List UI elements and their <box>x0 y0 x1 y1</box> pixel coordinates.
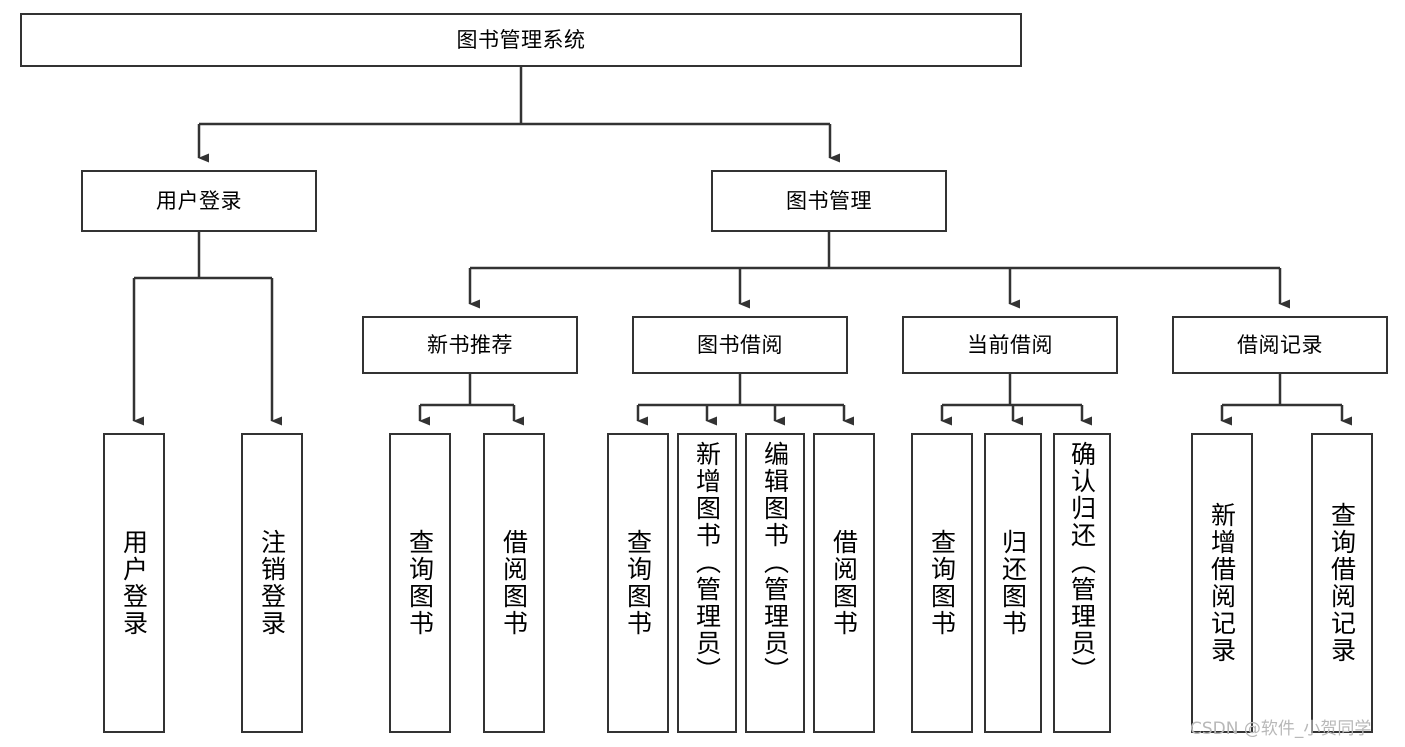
node-return-book[interactable]: 归还图书 <box>984 433 1042 733</box>
node-root[interactable]: 图书管理系统 <box>20 13 1022 67</box>
node-query-borrow-record[interactable]: 查询借阅记录 <box>1311 433 1373 733</box>
node-borrow-book-1[interactable]: 借阅图书 <box>483 433 545 733</box>
node-query-book-2-label: 查询图书 <box>623 529 653 637</box>
node-book-manage[interactable]: 图书管理 <box>711 170 947 232</box>
node-new-book-recommend[interactable]: 新书推荐 <box>362 316 578 374</box>
node-user-logout-label: 注销登录 <box>257 529 287 637</box>
node-confirm-return-label: 确认归还（管理员） <box>1067 441 1097 684</box>
node-book-borrow[interactable]: 图书借阅 <box>632 316 848 374</box>
node-borrow-book-2[interactable]: 借阅图书 <box>813 433 875 733</box>
node-book-manage-label: 图书管理 <box>786 188 872 213</box>
node-add-book[interactable]: 新增图书（管理员） <box>677 433 737 733</box>
node-borrow-records-label: 借阅记录 <box>1237 332 1323 357</box>
node-borrow-book-1-label: 借阅图书 <box>499 529 529 637</box>
node-user-login-do-label: 用户登录 <box>119 529 149 637</box>
node-query-book-1-label: 查询图书 <box>405 529 435 637</box>
node-query-book-1[interactable]: 查询图书 <box>389 433 451 733</box>
node-query-book-3-label: 查询图书 <box>927 529 957 637</box>
node-add-borrow-record[interactable]: 新增借阅记录 <box>1191 433 1253 733</box>
node-borrow-records[interactable]: 借阅记录 <box>1172 316 1388 374</box>
node-user-login-do[interactable]: 用户登录 <box>103 433 165 733</box>
node-edit-book[interactable]: 编辑图书（管理员） <box>745 433 805 733</box>
node-query-book-2[interactable]: 查询图书 <box>607 433 669 733</box>
csdn-watermark: CSDN @软件_小贺同学 <box>1190 719 1372 739</box>
node-borrow-book-2-label: 借阅图书 <box>829 529 859 637</box>
node-new-book-recommend-label: 新书推荐 <box>427 332 513 357</box>
node-add-book-label: 新增图书（管理员） <box>692 441 722 684</box>
node-confirm-return[interactable]: 确认归还（管理员） <box>1053 433 1111 733</box>
node-book-borrow-label: 图书借阅 <box>697 332 783 357</box>
node-query-borrow-record-label: 查询借阅记录 <box>1327 502 1357 664</box>
node-edit-book-label: 编辑图书（管理员） <box>760 441 790 684</box>
node-user-login-label: 用户登录 <box>156 188 242 213</box>
node-query-book-3[interactable]: 查询图书 <box>911 433 973 733</box>
node-user-logout[interactable]: 注销登录 <box>241 433 303 733</box>
node-root-label: 图书管理系统 <box>456 27 586 52</box>
node-current-borrow-label: 当前借阅 <box>967 332 1053 357</box>
node-return-book-label: 归还图书 <box>998 529 1028 637</box>
node-user-login[interactable]: 用户登录 <box>81 170 317 232</box>
node-add-borrow-record-label: 新增借阅记录 <box>1207 502 1237 664</box>
node-current-borrow[interactable]: 当前借阅 <box>902 316 1118 374</box>
